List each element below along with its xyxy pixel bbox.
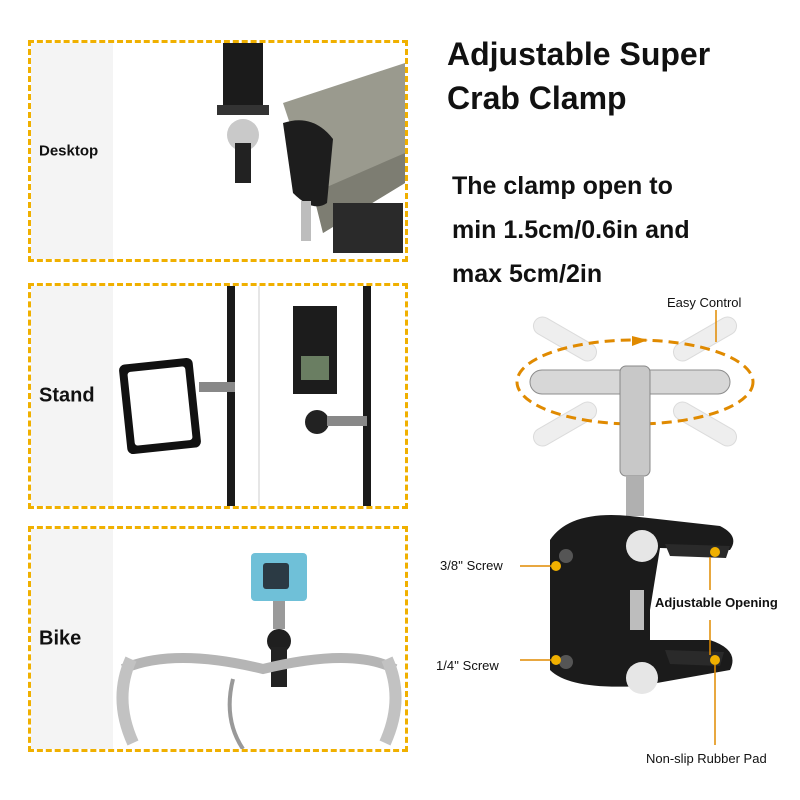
desktop-photo bbox=[217, 43, 405, 253]
desktop-label-column: Desktop bbox=[31, 43, 113, 259]
description-line-2: min 1.5cm/0.6in and bbox=[452, 216, 690, 244]
easy-control-callout: Easy Control bbox=[667, 295, 742, 310]
bike-photo bbox=[116, 553, 402, 749]
desktop-label: Desktop bbox=[39, 142, 99, 160]
adjustable-opening-callout: Adjustable Opening bbox=[655, 595, 778, 610]
desktop-panel: Desktop bbox=[28, 40, 408, 262]
title-line-1: Adjustable Super bbox=[447, 36, 711, 72]
stand-panel: Stand bbox=[28, 283, 408, 509]
rubber-pad-callout: Non-slip Rubber Pad bbox=[646, 751, 767, 766]
stand-label: Stand bbox=[39, 384, 95, 407]
description-line-1: The clamp open to bbox=[452, 172, 673, 200]
crab-clamp-illustration bbox=[515, 310, 755, 745]
product-title: Adjustable Super Crab Clamp bbox=[447, 32, 787, 120]
product-description: The clamp open to min 1.5cm/0.6in and ma… bbox=[452, 164, 792, 296]
screw-38-callout: 3/8'' Screw bbox=[440, 558, 503, 573]
bike-panel: Bike bbox=[28, 526, 408, 752]
stand-photo bbox=[119, 286, 371, 506]
title-line-2: Crab Clamp bbox=[447, 80, 627, 116]
bike-label: Bike bbox=[39, 627, 82, 650]
stand-label-column: Stand bbox=[31, 286, 113, 506]
description-line-3: max 5cm/2in bbox=[452, 260, 603, 288]
bike-label-column: Bike bbox=[31, 529, 113, 749]
screw-14-callout: 1/4'' Screw bbox=[436, 658, 499, 673]
